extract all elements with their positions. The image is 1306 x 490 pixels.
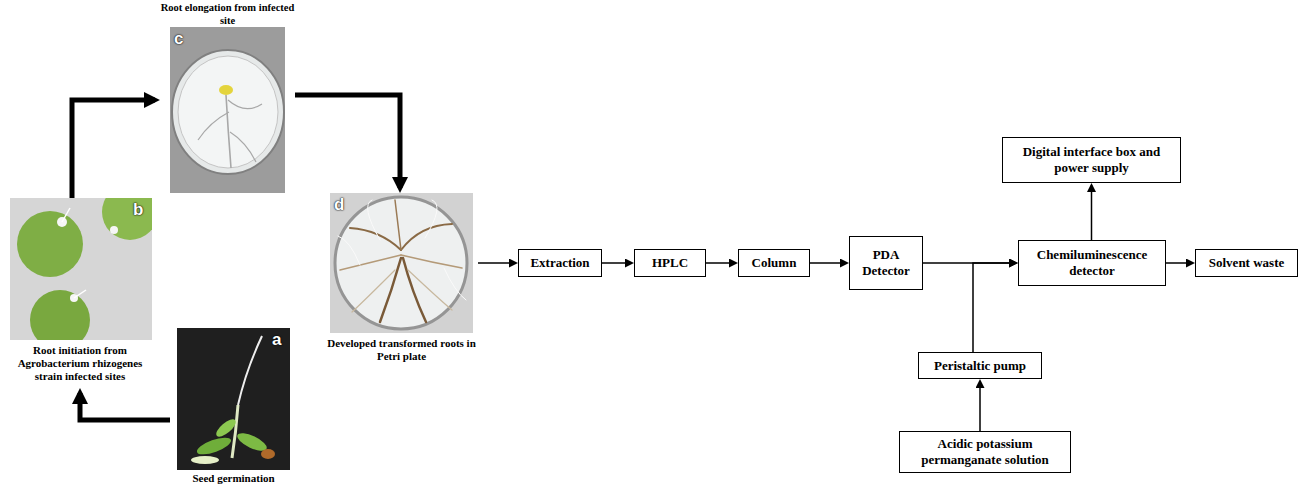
box-label: Column <box>752 255 797 271</box>
photo-ground <box>170 27 285 193</box>
seed-coat <box>261 449 275 459</box>
box-label: Acidic potassium permanganate solution <box>906 436 1064 467</box>
hairy-roots-photo <box>330 193 473 333</box>
root <box>395 200 401 250</box>
root-initiation-photo <box>10 198 152 340</box>
process-box: Acidic potassium permanganate solution <box>899 431 1071 473</box>
photo-panel: dDeveloped transformed roots in Petri pl… <box>325 193 478 371</box>
process-box: Column <box>738 249 810 277</box>
seed-germination-photo <box>177 328 290 470</box>
box-label: HPLC <box>652 255 688 271</box>
flow-arrow <box>295 95 400 188</box>
hypocotyl <box>191 456 219 464</box>
stem <box>232 405 238 458</box>
root-bud <box>110 226 118 234</box>
photo-ground <box>177 328 290 470</box>
root <box>74 290 86 298</box>
flow-arrow <box>810 262 847 264</box>
root <box>238 336 262 405</box>
leaf <box>214 416 239 439</box>
box-label: Solvent waste <box>1209 255 1284 271</box>
explant <box>219 85 233 95</box>
leaf-disc <box>30 290 90 340</box>
panel-letter: c <box>174 30 183 47</box>
flow-arrow <box>602 262 632 264</box>
root <box>338 236 360 265</box>
petri-dish <box>172 50 284 174</box>
process-box: Chemiluminescence detector <box>1018 240 1166 286</box>
flow-arrow <box>973 263 1016 352</box>
process-box: Extraction <box>518 249 602 277</box>
photo-panel: bRoot initiation from Agrobacterium rhiz… <box>5 198 155 388</box>
flow-arrow <box>979 381 981 431</box>
root <box>401 224 452 250</box>
root-elongation-photo <box>170 27 285 193</box>
leaf-disc <box>102 198 152 240</box>
flow-arrow <box>72 100 155 198</box>
photo-panel: Root elongation from infected site c <box>160 2 295 193</box>
panel-caption: Root initiation from Agrobacterium rhizo… <box>5 344 155 384</box>
root <box>444 268 466 300</box>
photo-ground <box>330 193 473 333</box>
leaf <box>195 434 233 458</box>
root <box>228 100 262 109</box>
box-label: Chemiluminescence detector <box>1025 247 1159 278</box>
petri-dish-rim <box>178 56 278 168</box>
flow-arrow <box>706 262 736 264</box>
root-mass <box>338 200 466 322</box>
root <box>368 200 381 240</box>
root <box>62 208 70 222</box>
box-label: Extraction <box>530 255 589 271</box>
root <box>226 95 231 168</box>
flow-arrow <box>1091 185 1093 240</box>
root <box>340 255 401 270</box>
process-box: Solvent waste <box>1195 249 1298 277</box>
panel-letter: a <box>272 331 281 348</box>
box-label: PDA Detector <box>856 247 916 278</box>
leaf-disc <box>17 211 83 277</box>
process-box: HPLC <box>634 249 706 277</box>
root <box>198 112 229 140</box>
root <box>352 270 395 312</box>
panel-letter: d <box>334 196 344 213</box>
panel-caption: Seed germination <box>170 472 297 485</box>
process-box: Digital interface box and power supply <box>1002 137 1181 183</box>
root <box>230 132 256 162</box>
root <box>401 255 462 268</box>
flow-arrow <box>1166 262 1193 264</box>
panel-letter: b <box>133 201 143 218</box>
photo-panel: aSeed germination <box>170 328 297 488</box>
panel-caption: Developed transformed roots in Petri pla… <box>325 337 478 363</box>
box-label: Peristaltic pump <box>934 358 1026 374</box>
root <box>408 270 452 310</box>
flow-arrow <box>80 393 170 420</box>
process-box: Peristaltic pump <box>918 352 1042 379</box>
root <box>380 258 401 322</box>
flow-arrow <box>478 262 516 264</box>
panel-caption: Root elongation from infected site <box>160 2 295 27</box>
root <box>403 258 426 322</box>
connectors <box>72 95 1193 431</box>
root <box>425 200 437 238</box>
petri-dish <box>335 197 467 329</box>
box-label: Digital interface box and power supply <box>1009 144 1174 175</box>
process-box: PDA Detector <box>849 236 923 290</box>
